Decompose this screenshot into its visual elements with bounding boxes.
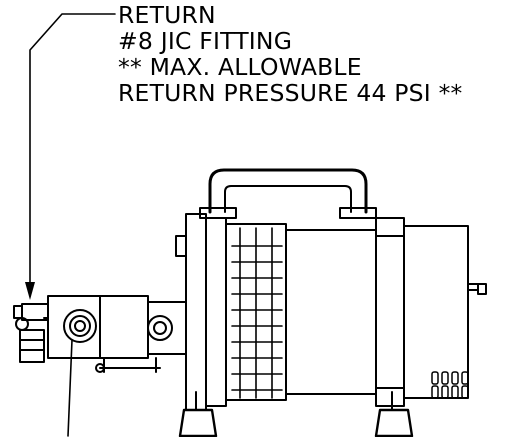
return-fitting: [13, 303, 49, 363]
pump-head: [47, 295, 187, 373]
motor-housing: [175, 213, 487, 411]
callout-line-max-allowable: ** MAX. ALLOWABLE: [118, 53, 362, 81]
return-callout-text: RETURN #8 JIC FITTING ** MAX. ALLOWABLE …: [118, 2, 463, 106]
support-feet: [178, 391, 414, 437]
return-leader-line: [25, 13, 116, 300]
callout-line-return: RETURN: [118, 1, 216, 29]
callout-line-fitting: #8 JIC FITTING: [118, 27, 293, 55]
bottom-leader-line: [67, 339, 73, 437]
carry-handle: [199, 168, 377, 219]
vent-slots: [431, 371, 469, 399]
cooling-fins: [231, 227, 283, 399]
callout-line-return-pressure: RETURN PRESSURE 44 PSI **: [118, 79, 463, 107]
